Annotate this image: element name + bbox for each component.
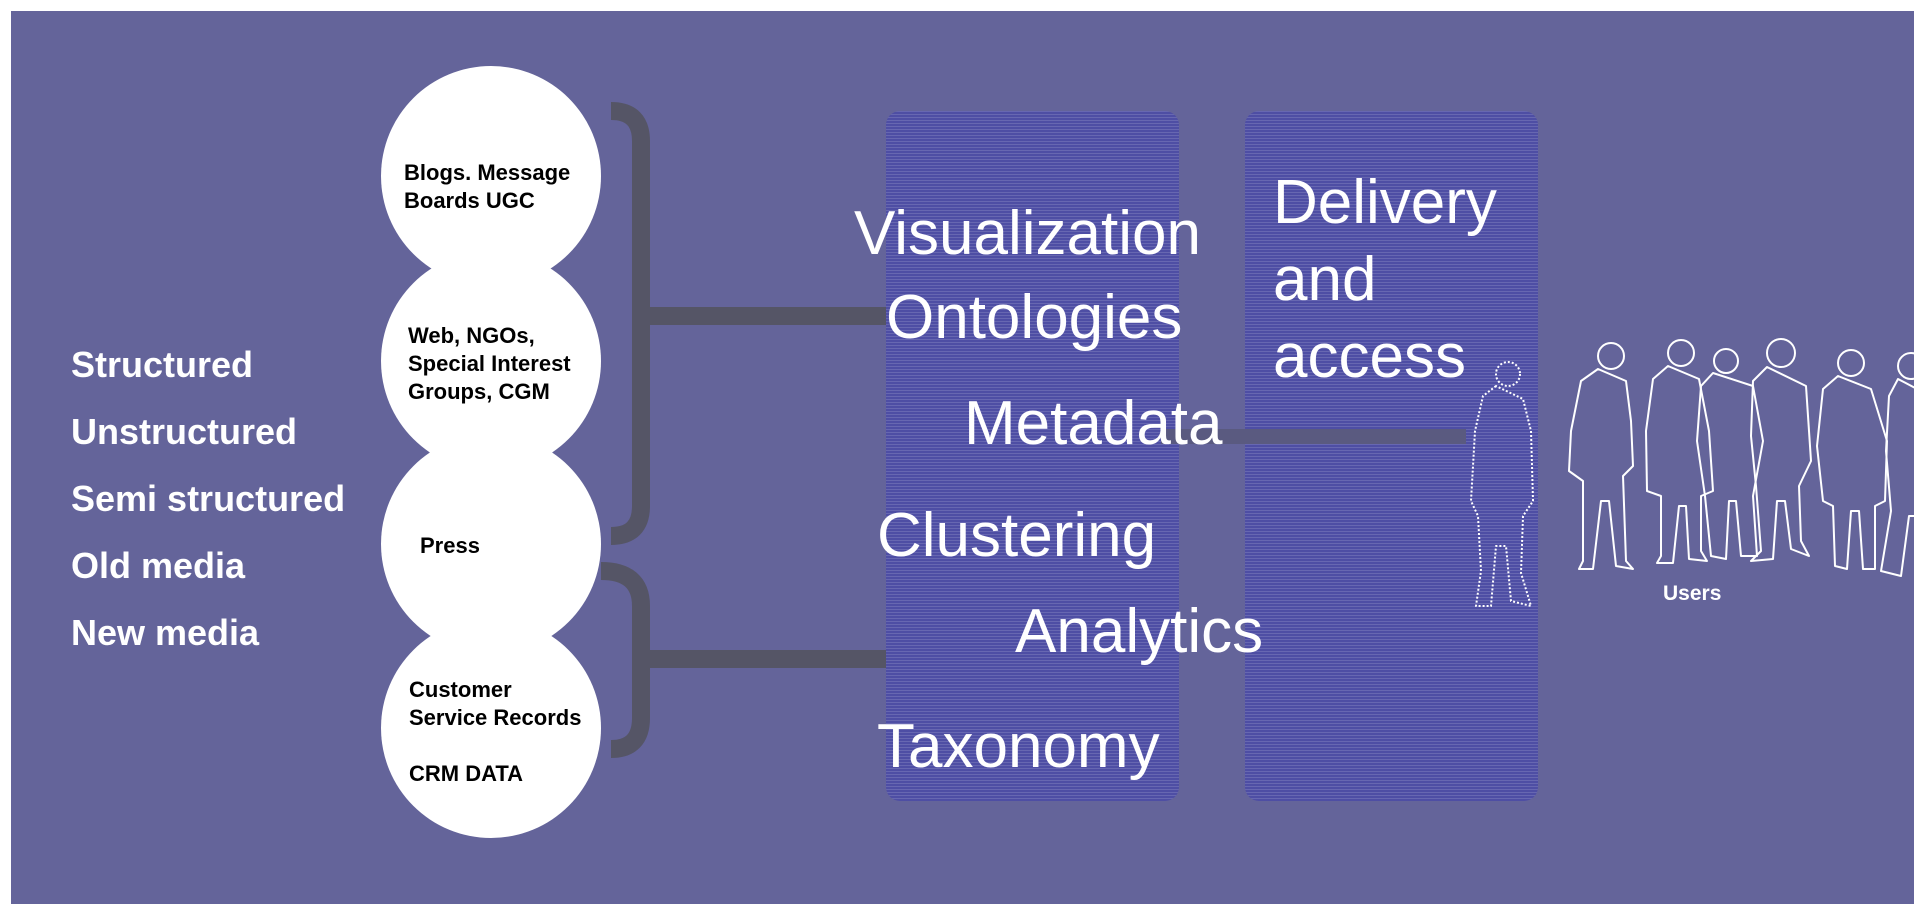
processing-panel — [886, 111, 1179, 801]
source-circle-blogs — [381, 66, 601, 286]
label-clustering: Clustering — [877, 501, 1157, 570]
connector-lines — [600, 102, 911, 758]
source-label-blogs: Blogs. Message Boards UGC — [404, 160, 571, 214]
data-type-new-media: New media — [71, 612, 260, 653]
source-label-web: Web, NGOs, Special Interest Groups, CGM — [408, 323, 571, 405]
source-label-press: Press — [420, 533, 480, 558]
data-type-old-media: Old media — [71, 545, 246, 586]
data-type-structured: Structured — [71, 344, 254, 385]
upper-bracket — [610, 102, 650, 545]
metadata-link-line — [1161, 429, 1466, 444]
label-visualization: Visualization — [854, 199, 1201, 268]
data-type-semi-structured: Semi structured — [71, 478, 346, 519]
label-analytics: Analytics — [1015, 597, 1264, 666]
source-label-customer: Customer Service Records — [409, 677, 582, 731]
people-group-silhouette-icon — [1470, 338, 1914, 607]
lower-bracket — [600, 562, 650, 758]
label-delivery-and-access: Delivery and access — [1273, 168, 1497, 391]
source-circle-press — [381, 434, 601, 654]
source-label-crm: CRM DATA — [409, 761, 524, 786]
slide-background: Structured Unstructured Semi structured … — [11, 11, 1914, 904]
users-label: Users — [1663, 582, 1722, 605]
data-type-unstructured: Unstructured — [71, 411, 298, 452]
label-ontologies: Ontologies — [886, 283, 1183, 352]
delivery-panel — [1245, 111, 1538, 801]
label-taxonomy: Taxonomy — [877, 712, 1160, 781]
label-metadata: Metadata — [964, 389, 1223, 458]
source-circle-customer — [381, 618, 601, 838]
